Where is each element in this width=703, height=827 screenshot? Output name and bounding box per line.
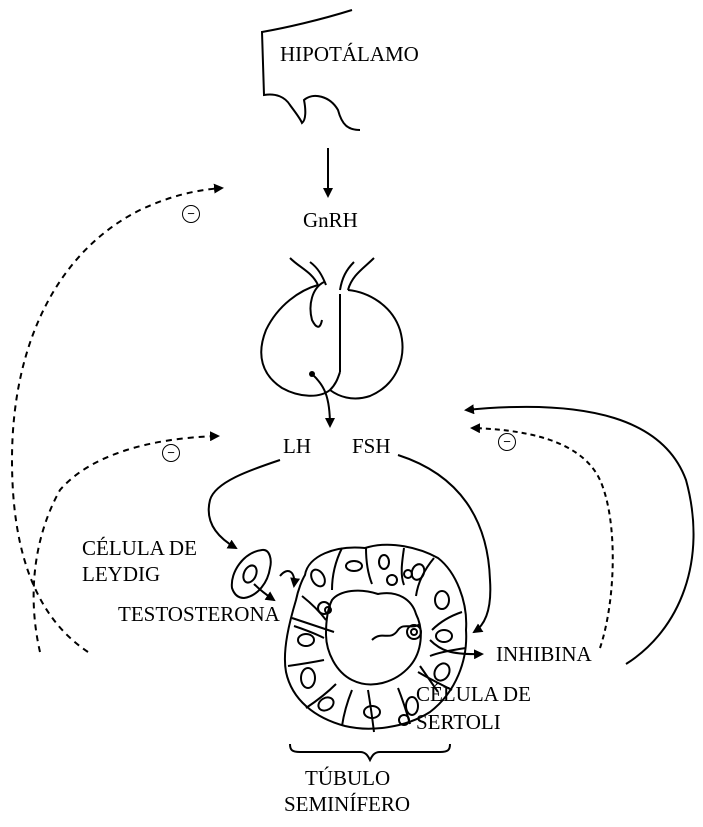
feedback-inhibin-to-pituitary: [472, 428, 613, 648]
label-hipotalamo: HIPOTÁLAMO: [280, 42, 419, 66]
label-fsh: FSH: [352, 434, 391, 458]
label-lh: LH: [283, 434, 311, 458]
inhibition-symbol-pituitary-inhibin: −: [498, 433, 516, 451]
arrow-pituitary-to-lh-fsh: [312, 374, 330, 426]
leydig-cell: [232, 550, 271, 598]
hypothalamus-outline: [262, 10, 360, 130]
arrow-lh-to-leydig: [209, 460, 280, 548]
inhibition-symbol-pituitary-testosterone: −: [162, 444, 180, 462]
inhibition-symbol-hypothalamus: −: [182, 205, 200, 223]
label-celula-leydig-2: LEYDIG: [82, 562, 160, 586]
pituitary-gland: [261, 258, 402, 398]
arrow-sertoli-to-inhibin: [430, 640, 482, 654]
label-inhibina: INHIBINA: [496, 642, 592, 666]
label-celula-sertoli-2: SERTOLI: [416, 710, 501, 734]
label-celula-sertoli-1: CÉLULA DE: [416, 682, 531, 706]
label-gnrh: GnRH: [303, 208, 358, 232]
label-tubulo: TÚBULO: [305, 766, 390, 790]
label-testosterona: TESTOSTERONA: [118, 602, 280, 626]
label-celula-leydig-1: CÉLULA DE: [82, 536, 197, 560]
label-seminifero: SEMINÍFERO: [284, 792, 410, 816]
tubule-bracket: [290, 744, 450, 760]
arrow-testosterone-to-tubule: [280, 571, 294, 586]
wavy-spermatozoa: [372, 624, 420, 640]
